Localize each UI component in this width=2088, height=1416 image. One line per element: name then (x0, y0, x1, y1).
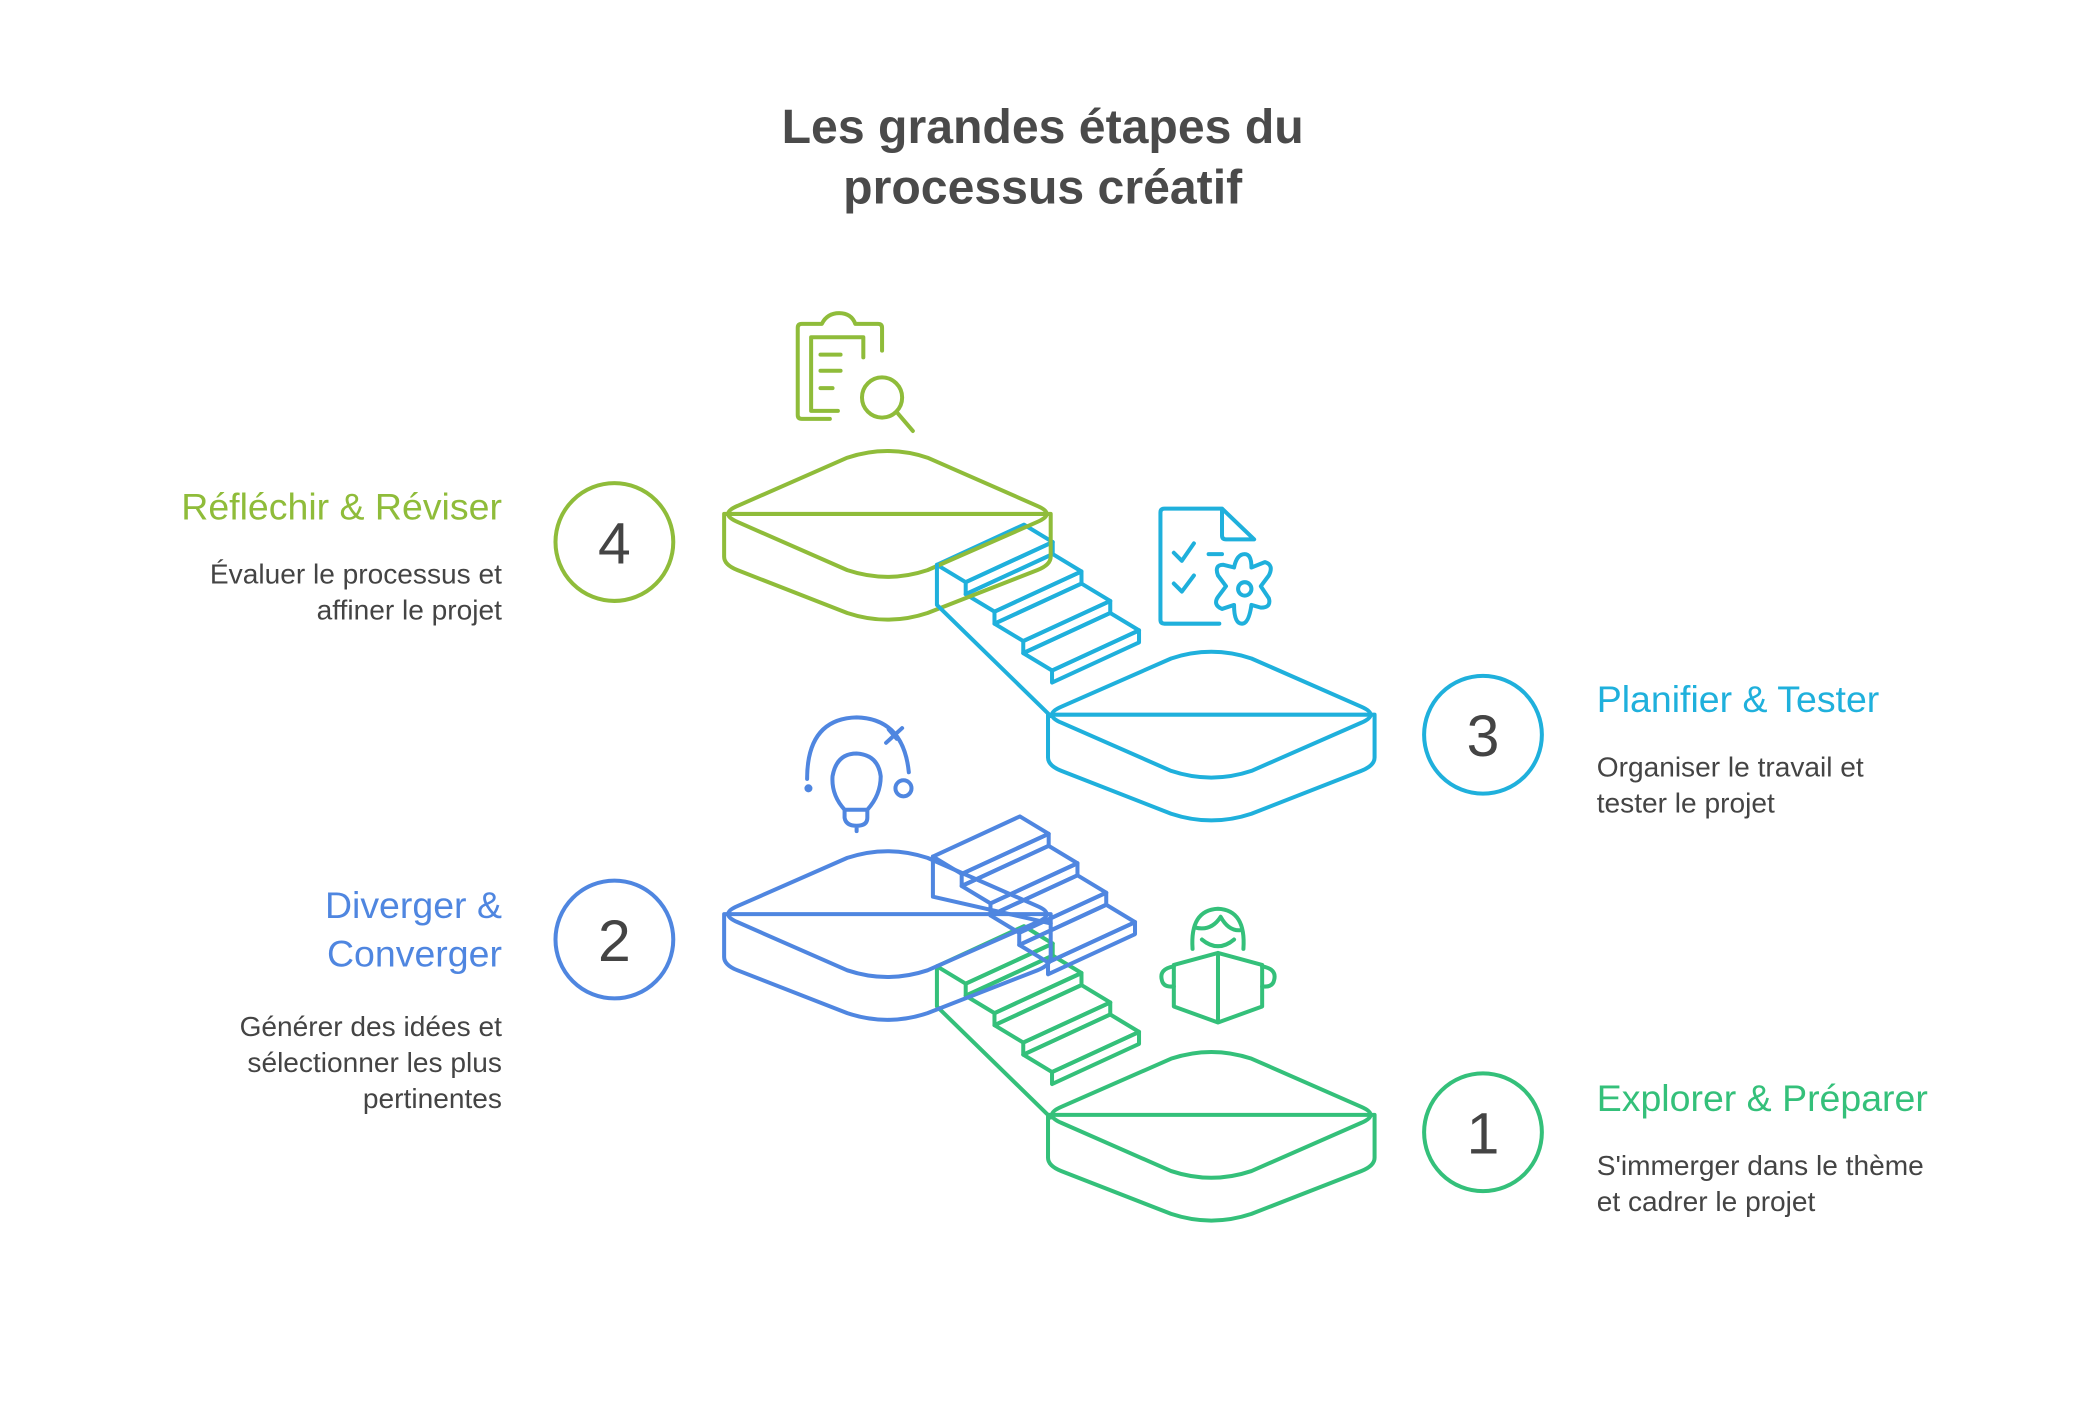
step-4-circle (553, 481, 676, 603)
step-1-title: Explorer & Préparer (1597, 1077, 1928, 1119)
step-4-desc-2: affiner le projet (317, 595, 503, 626)
step-4-desc-1: Évaluer le processus et (210, 559, 502, 590)
step-2: 2 Diverger & Converger Générer des idées… (240, 878, 676, 1114)
stairs-3-4-stringer (934, 562, 1053, 719)
step-3-circle (1422, 673, 1544, 796)
platform-1-side (1046, 1112, 1377, 1223)
stairs-1-2-tread-2 (963, 953, 1084, 1016)
step-1: 1 Explorer & Préparer S'immerger dans le… (1422, 1071, 1928, 1217)
title-line-2: processus créatif (843, 160, 1243, 214)
stairs-2-3-tread-1 (930, 814, 1051, 876)
stairs-1-2-tread-3 (992, 983, 1113, 1045)
step-3-title: Planifier & Tester (1597, 678, 1880, 720)
step-2-title-2: Converger (327, 932, 502, 974)
step-3-desc-2: tester le projet (1597, 787, 1775, 818)
step-2-number: 2 (598, 909, 631, 974)
stairs-1-2-tread-4 (1021, 1012, 1142, 1075)
platform-4-side (722, 511, 1053, 622)
step-2-circle (553, 878, 676, 1001)
title-line-1: Les grandes étapes du (782, 100, 1304, 154)
platform-4-top (726, 449, 1049, 579)
step-4-title: Réfléchir & Réviser (181, 485, 502, 527)
platform-3-top (1050, 649, 1373, 780)
step-4-number: 4 (598, 511, 631, 576)
stairs-3-4-tread-1 (934, 522, 1055, 585)
step-2-desc-2: sélectionner les plus (247, 1047, 502, 1078)
stairs-2-3-riser-4 (1046, 920, 1138, 977)
step-1-number: 1 (1467, 1102, 1500, 1167)
platform-1-top (1050, 1049, 1373, 1180)
step-3-number: 3 (1467, 704, 1500, 769)
lightbulb-icon (804, 715, 914, 834)
step-2-title-1: Diverger & (325, 884, 502, 926)
stairs-3-4-riser-4 (1050, 628, 1142, 685)
step-1-desc-1: S'immerger dans le thème (1597, 1150, 1924, 1181)
stairs-2-3-stringer (930, 854, 1053, 926)
clipboard-search-icon (795, 311, 915, 433)
step-2-desc-1: Générer des idées et (240, 1011, 503, 1042)
step-3: 3 Planifier & Tester Organiser le travai… (1422, 673, 1880, 818)
stairs-3-4-tread-3 (992, 581, 1113, 644)
reading-person-icon (1159, 906, 1277, 1025)
step-3-desc-1: Organiser le travail et (1597, 751, 1864, 782)
platform-3-side (1046, 712, 1377, 823)
stairs-2-3-tread-2 (959, 843, 1080, 906)
stairs-1-2-riser-4 (1050, 1029, 1142, 1087)
stairs-3-4-tread-2 (963, 552, 1084, 614)
stairs-1-2-stringer (934, 964, 1053, 1120)
step-1-desc-2: et cadrer le projet (1597, 1186, 1816, 1217)
step-4: 4 Réfléchir & Réviser Évaluer le process… (181, 481, 676, 626)
stairs-3-4-tread-4 (1021, 610, 1142, 673)
document-checklist-gear-icon (1158, 506, 1273, 626)
step-2-desc-3: pertinentes (363, 1083, 502, 1114)
step-1-circle (1422, 1071, 1544, 1194)
